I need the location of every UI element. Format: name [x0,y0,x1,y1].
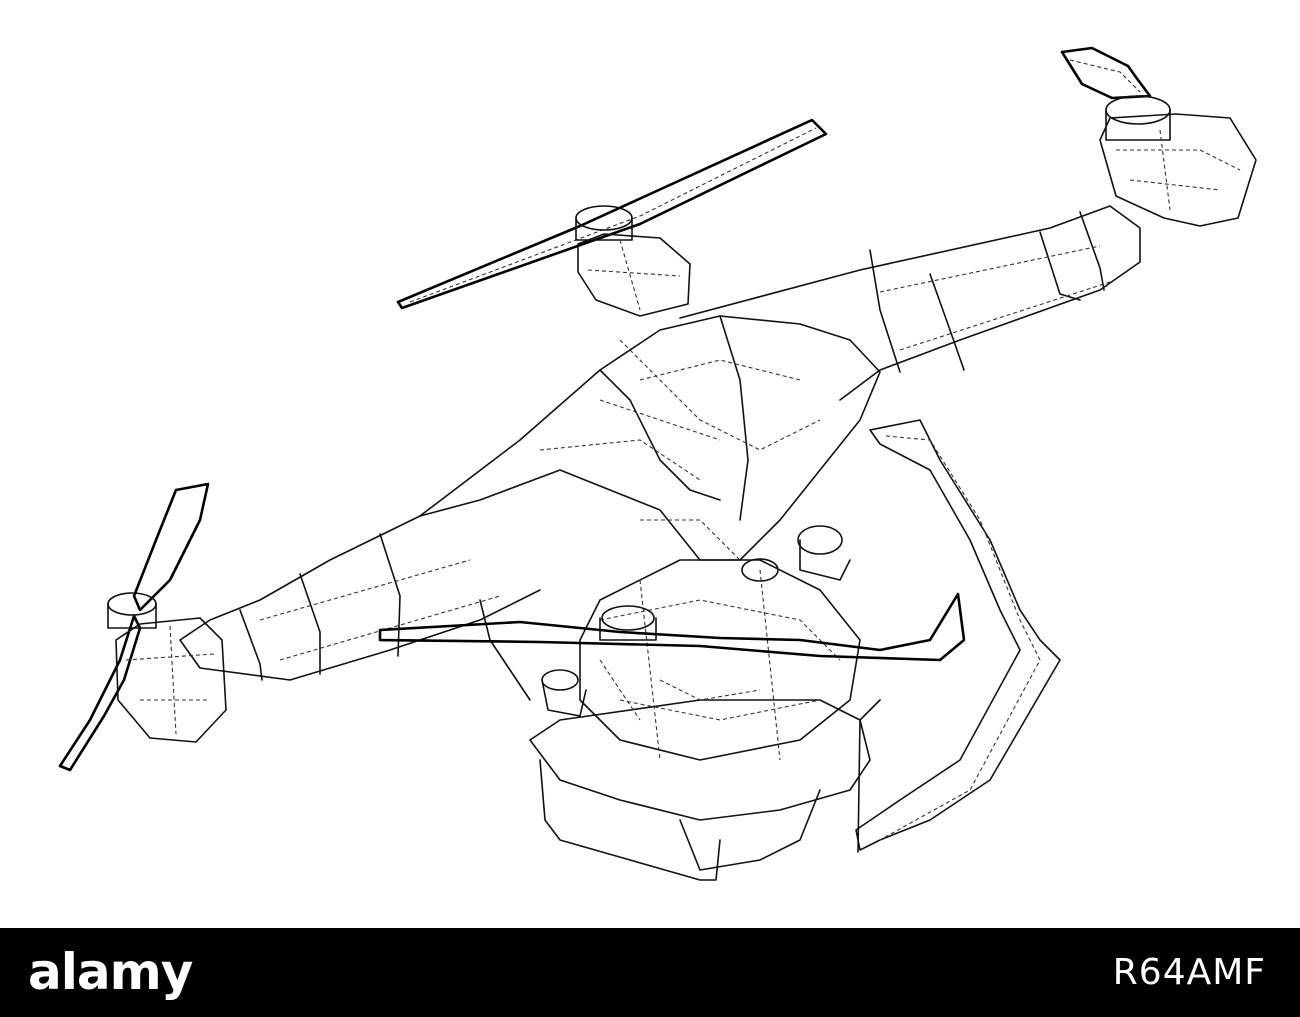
rotor-left [58,482,227,772]
gimbal-camera [378,519,966,881]
drone-body [179,205,1141,681]
landing-gear [479,419,1061,853]
brand-logo: alamy [28,943,193,1001]
rotor-top-center [396,118,828,317]
rotor-top-right [1060,46,1257,227]
drone-wireframe-illustration [58,46,1257,881]
stock-footer-bar: alamy R64AMF [0,928,1300,1017]
image-id-label: R64AMF [1112,952,1266,993]
